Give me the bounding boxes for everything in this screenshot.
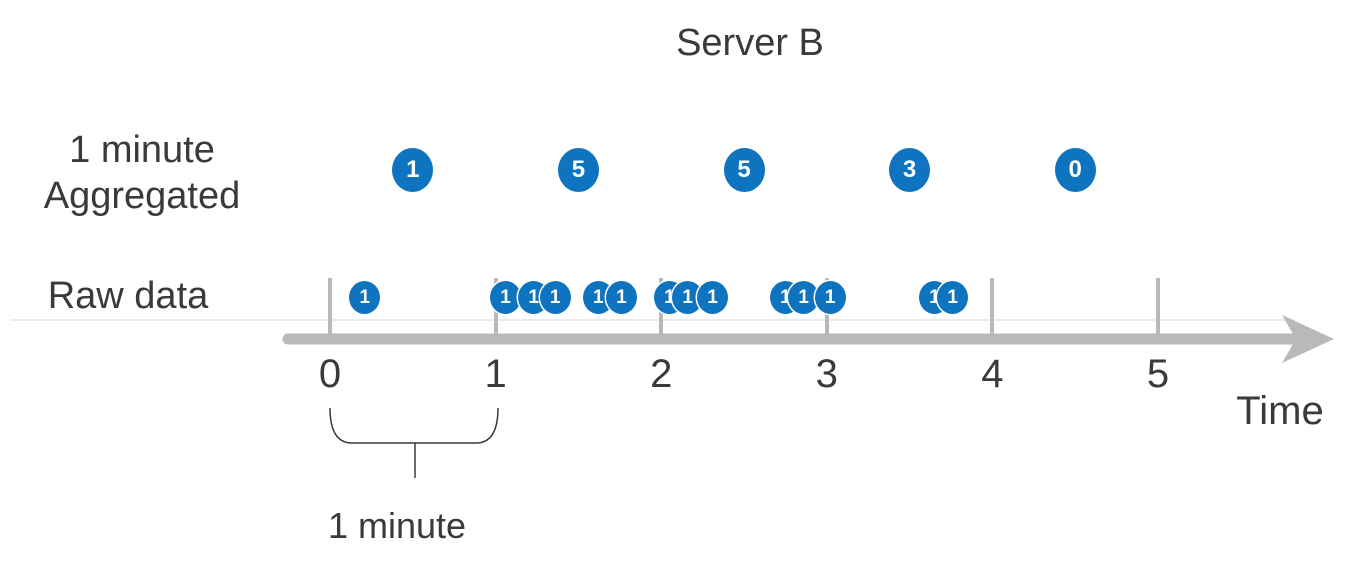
axis-tick-label: 5	[1146, 352, 1170, 396]
interval-bracket-label: 1 minute	[327, 505, 467, 546]
aggregated-point: 0	[1054, 148, 1096, 192]
aggregated-point: 1	[392, 148, 434, 192]
aggregated-row-label: 1 minute Aggregated	[17, 127, 267, 219]
raw-data-point: 1	[605, 281, 637, 314]
diagram-title: Server B	[676, 22, 824, 64]
raw-data-row-label: Raw data	[47, 275, 209, 317]
time-axis-arrow	[282, 315, 1334, 363]
bracket-curve	[329, 407, 499, 444]
aggregated-row-label-line2: Aggregated	[43, 175, 241, 217]
aggregated-point: 3	[889, 148, 931, 192]
time-axis-arrowhead-icon	[1282, 315, 1334, 363]
raw-data-point: 1	[814, 281, 846, 314]
axis-tick-label: 2	[650, 352, 673, 396]
aggregated-row-label-line1: 1 minute	[69, 129, 215, 171]
raw-data-point: 1	[937, 281, 969, 314]
time-axis-label: Time	[1236, 389, 1324, 433]
axis-tick-label: 3	[815, 352, 838, 396]
axis-tick-mark	[990, 278, 995, 338]
raw-data-point: 1	[697, 281, 729, 314]
axis-tick-label: 4	[981, 352, 1004, 396]
raw-row-baseline	[10, 319, 1295, 321]
axis-tick-label: 1	[484, 352, 507, 396]
axis-tick-label: 0	[318, 352, 342, 396]
raw-data-point: 1	[349, 281, 381, 314]
aggregated-point: 5	[723, 148, 765, 192]
raw-data-point: 1	[490, 281, 522, 314]
raw-data-point: 1	[788, 281, 820, 314]
interval-bracket	[329, 407, 499, 478]
axis-tick-mark	[328, 278, 332, 338]
axis-tick-mark	[1156, 278, 1160, 338]
raw-data-point: 1	[539, 281, 571, 314]
aggregated-point: 5	[557, 148, 599, 192]
